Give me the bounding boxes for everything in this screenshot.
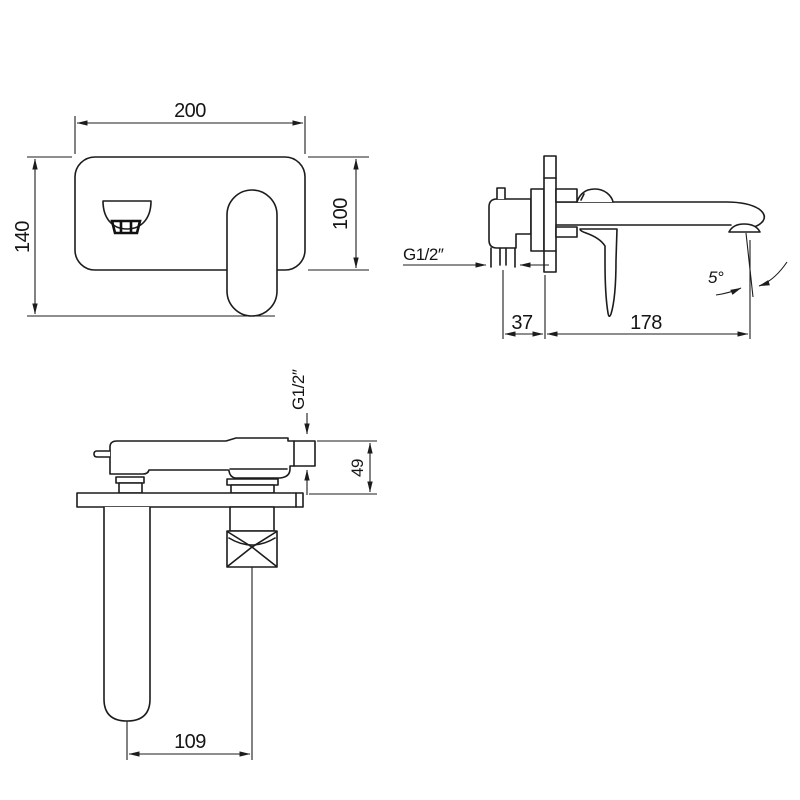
spout-top-edge [555, 201, 766, 228]
body-pin [496, 187, 506, 200]
spout-plan-capsule [103, 506, 151, 722]
handle-knob-diagonals [227, 531, 277, 567]
outlet-thread-label: G1/2″ [289, 369, 308, 410]
spout-angle-ray [745, 232, 754, 298]
spout-collar-bottom [555, 226, 578, 238]
dim-100-extension-lines [308, 156, 369, 271]
front-view: 200 140 100 [12, 100, 369, 317]
wall-plate-ticks [543, 177, 557, 252]
dim-37-label: 37 [511, 312, 533, 334]
dim-37-extension-lines [502, 270, 546, 339]
angle-arc-left-arrow [715, 287, 742, 296]
lever-blade [579, 228, 618, 318]
dim-5deg-label: 5° [708, 268, 724, 287]
aerator [728, 223, 761, 233]
handle-dome-notch [580, 193, 585, 201]
dim-140-label: 140 [12, 221, 34, 253]
dim-178-label: 178 [630, 312, 662, 334]
handle-neck-plan [229, 506, 275, 532]
handle-capsule [226, 189, 278, 317]
inlet-thread-label: G1/2″ [403, 245, 444, 264]
angle-arc-right-arrow [758, 261, 788, 287]
handle-knob-arc [228, 537, 276, 546]
left-foot [118, 482, 143, 494]
spout-collar-top [555, 188, 578, 203]
dim-200-label: 200 [174, 100, 206, 122]
dim-49-extension-lines [309, 440, 377, 495]
plan-view: G1/2″ 49 109 [76, 369, 377, 760]
body-pin-plan [93, 450, 111, 458]
right-foot-flange [226, 478, 279, 486]
body-flange [530, 188, 545, 252]
wall-plate-plan [76, 492, 304, 508]
dim-100-label: 100 [330, 198, 352, 230]
dim-109-label: 109 [174, 731, 206, 753]
dim-140-extension-lines [27, 156, 275, 317]
side-view: G1/2″ 37 178 5° [403, 155, 788, 339]
dim-49-label: 49 [348, 459, 367, 477]
handle-dome [576, 188, 614, 203]
dim-200-extension-lines [74, 116, 306, 154]
inlet-supply-pipe [490, 247, 516, 268]
wall-plate-side [543, 155, 557, 273]
body-top-outline [109, 437, 316, 479]
concealed-valve-body [488, 198, 532, 249]
right-foot [230, 484, 275, 494]
spout-outlet-base-ticks [119, 221, 133, 233]
left-foot-flange [115, 476, 145, 484]
